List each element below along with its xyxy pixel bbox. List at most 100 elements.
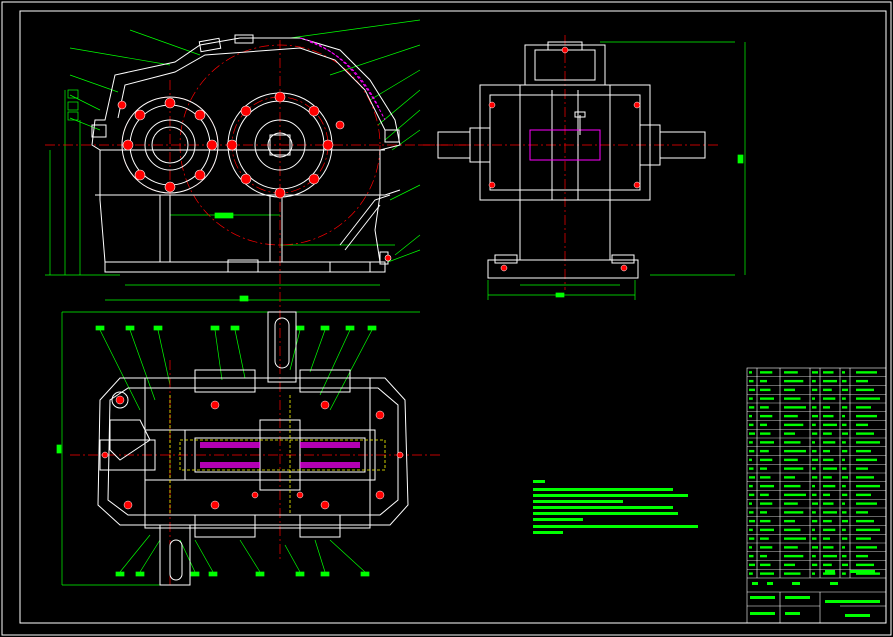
parts-list-cell-text (760, 484, 774, 488)
technical-notes (533, 480, 698, 534)
parts-list-cell-text (823, 449, 830, 453)
parts-list-cell-text (749, 449, 755, 453)
parts-list-cell-text (856, 406, 871, 409)
parts-list-cell-text (823, 502, 834, 505)
parts-list-cell-text (856, 432, 874, 435)
parts-list-cell-text (856, 458, 877, 462)
parts-list-cell-text (842, 449, 848, 453)
parts-list-cell-text (760, 406, 769, 409)
parts-list-cell-text (823, 537, 830, 540)
parts-list-rows (747, 376, 886, 570)
parts-list-cell-text (760, 458, 773, 462)
parts-list-cell-text (760, 449, 769, 453)
parts-list-cell-text (823, 546, 834, 549)
parts-list-cell-text (823, 484, 836, 488)
parts-list-cell-text (784, 563, 795, 567)
inner-border (19, 10, 887, 624)
parts-list-cell-text (749, 519, 755, 523)
top-view-gear-hatch (200, 442, 360, 468)
parts-list-cells (749, 371, 880, 575)
parts-list-cell-text (784, 379, 804, 383)
parts-list-cell-text (760, 476, 771, 479)
parts-list-cell-text (842, 528, 846, 532)
parts-list-cell-text (856, 423, 868, 427)
top-view-dimensions (56, 311, 420, 586)
parts-list-cell-text (760, 371, 773, 374)
parts-list-border (746, 367, 887, 624)
parts-list-cell-text (812, 563, 818, 567)
parts-list-cell-text (812, 371, 818, 374)
parts-list-cell-text (749, 379, 754, 383)
parts-list-cell-text (823, 397, 836, 400)
parts-list-cell-text (784, 371, 798, 374)
parts-list-cell-text (842, 379, 847, 383)
parts-list-cell-text (842, 388, 848, 392)
parts-list-cell-text (856, 572, 880, 575)
parts-list-cell-text (812, 379, 816, 383)
parts-list-cell-text (784, 388, 795, 392)
parts-list-cell-text (784, 449, 806, 453)
parts-list-cell-text (749, 476, 755, 479)
parts-list-cell-text (749, 528, 753, 532)
parts-list-cell-text (856, 414, 877, 418)
parts-list-cell-text (823, 441, 836, 444)
parts-list-cell-text (812, 406, 817, 409)
front-view-bearings (121, 37, 386, 198)
parts-list-cell-text (760, 432, 771, 435)
parts-list-cell-text (842, 476, 848, 479)
large-gear-pitch-circle (179, 44, 381, 246)
parts-list-cell-text (842, 484, 846, 488)
parts-list-cell-text (812, 554, 816, 558)
parts-list-cell-text (760, 423, 767, 427)
parts-list-cell-text (856, 546, 877, 549)
parts-list-cell-text (856, 379, 868, 383)
parts-list-cell-text (749, 484, 753, 488)
parts-list-cell-text (842, 563, 848, 567)
side-view-casing (437, 41, 706, 279)
parts-list-cell-text (784, 441, 801, 444)
parts-list-cell-text (760, 554, 767, 558)
parts-list-cell-text (823, 467, 837, 470)
top-view-casing (97, 311, 409, 586)
parts-list-cell-text (784, 528, 801, 532)
parts-list-cell-text (784, 537, 806, 540)
parts-list-cell-text (784, 484, 801, 488)
parts-list-cell-text (842, 519, 848, 523)
parts-list-cell-text (812, 493, 817, 497)
parts-list-cell-text (823, 554, 837, 558)
parts-list-cell-text (760, 414, 773, 418)
parts-list-cell-text (823, 519, 832, 523)
parts-list-cell-text (749, 388, 755, 392)
parts-list-cell-text (749, 371, 752, 374)
parts-list-cell-text (749, 572, 753, 575)
parts-list-cell-text (812, 388, 818, 392)
parts-list-cell-text (760, 493, 769, 497)
parts-list-cell-text (812, 484, 815, 488)
parts-list-cell-text (812, 414, 818, 418)
parts-list-cell-text (842, 546, 845, 549)
top-view (56, 310, 440, 586)
parts-list-cell-text (823, 371, 834, 374)
parts-list-cell-text (749, 432, 755, 435)
parts-list-cell-text (823, 379, 837, 383)
parts-list-cell-text (760, 572, 774, 575)
parts-list-cell-text (823, 511, 837, 514)
parts-list-cell-text (760, 563, 771, 567)
parts-list-cell-text (812, 476, 818, 479)
parts-list-cell-text (823, 563, 832, 567)
parts-list-cell-text (812, 572, 815, 575)
parts-list-cell-text (856, 388, 874, 392)
parts-list-cell-text (812, 449, 817, 453)
parts-list-cell-text (784, 414, 798, 418)
parts-list-cell-text (760, 528, 774, 532)
parts-list-cell-text (856, 449, 871, 453)
parts-list-cell-text (784, 458, 798, 462)
parts-list-cell-text (823, 572, 836, 575)
parts-list-cell-text (856, 441, 880, 444)
parts-list-cell-text (856, 511, 868, 514)
parts-list-cell-text (842, 502, 845, 505)
parts-list-cell-text (856, 519, 874, 523)
parts-list-cell-text (812, 432, 818, 435)
side-view-centerlines (420, 35, 720, 290)
